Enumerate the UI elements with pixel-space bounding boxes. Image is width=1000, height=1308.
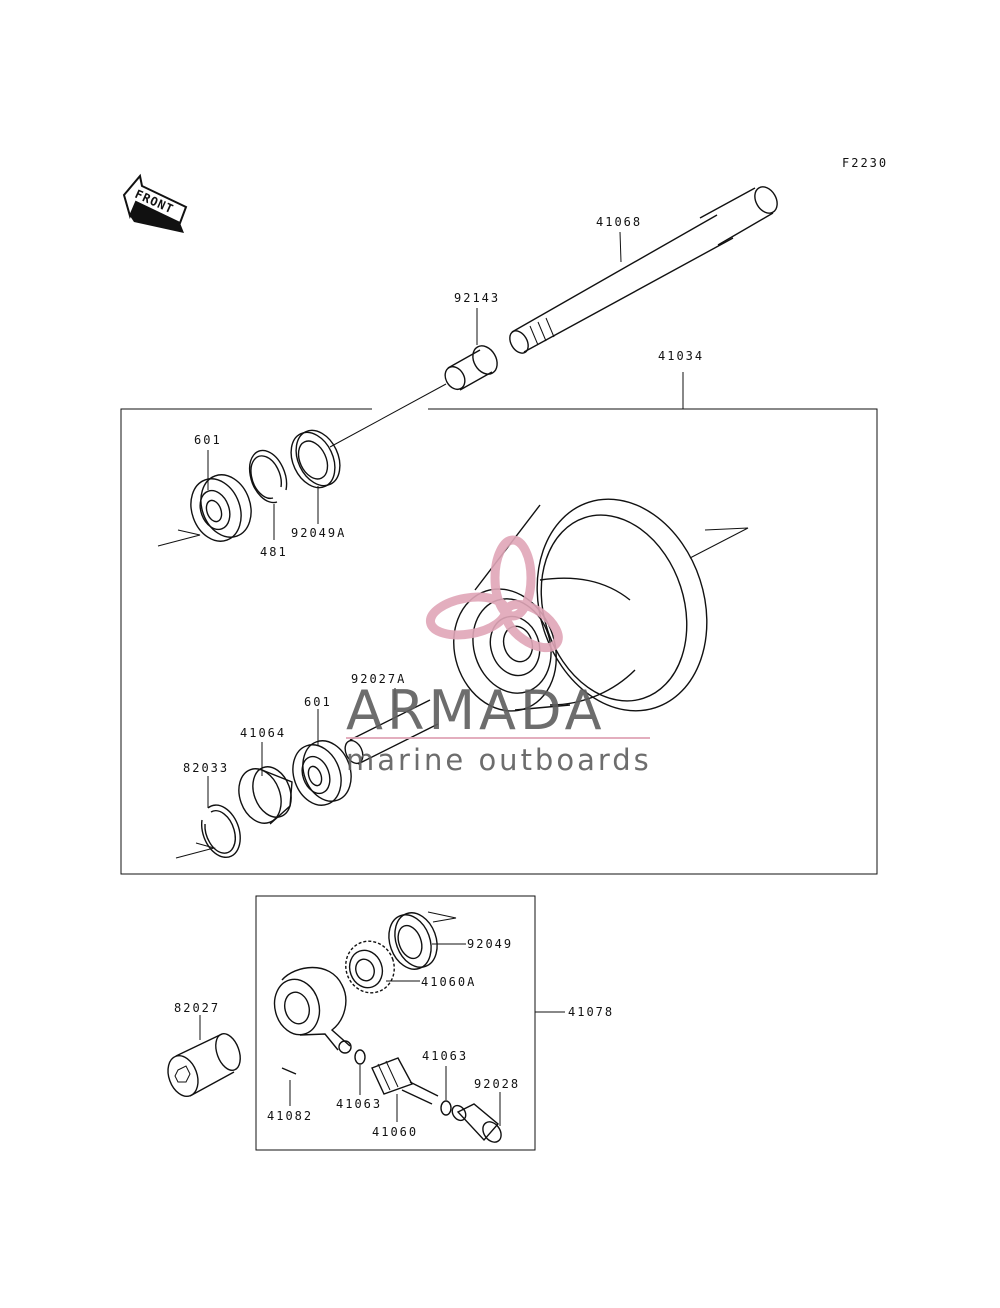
label-41082: 41082 (267, 1109, 313, 1123)
label-92028: 92028 (474, 1077, 520, 1091)
collar-82027 (167, 1015, 241, 1098)
collar-92027A (344, 688, 439, 765)
label-92143: 92143 (454, 291, 500, 305)
watermark-brand: ARMADA (346, 679, 606, 742)
speedo-gear-box (255, 895, 565, 1151)
label-481: 481 (260, 545, 288, 559)
washer-41063-left (354, 1049, 366, 1095)
label-41060A: 41060A (421, 975, 476, 989)
pinion-41060 (371, 1057, 439, 1122)
spacer-92143 (444, 308, 498, 391)
seal-92049A (290, 429, 341, 524)
label-92049: 92049 (467, 937, 513, 951)
label-41063-left: 41063 (336, 1097, 382, 1111)
label-41034: 41034 (658, 349, 704, 363)
pin-41082 (281, 1067, 297, 1106)
bearing-601-mid (292, 709, 352, 806)
bearing-601-top (157, 450, 252, 547)
circlip-481 (248, 449, 288, 540)
label-41064: 41064 (240, 726, 286, 740)
label-41078: 41078 (568, 1005, 614, 1019)
gear-41060A (345, 940, 420, 994)
gearbox-housing (273, 966, 352, 1054)
collar-41064 (238, 742, 293, 825)
label-601-top: 601 (194, 433, 222, 447)
watermark-tagline: marine outboards (346, 743, 652, 777)
washer-41063-right (440, 1066, 452, 1116)
front-arrow-icon: FRONT (122, 173, 188, 233)
circlip-82033 (175, 776, 241, 859)
label-92049A: 92049A (291, 526, 346, 540)
label-601-mid: 601 (304, 695, 332, 709)
axle-41068 (509, 186, 778, 354)
seal-92049 (388, 911, 466, 970)
label-82027: 82027 (174, 1001, 220, 1015)
label-82033: 82033 (183, 761, 229, 775)
label-41063-right: 41063 (422, 1049, 468, 1063)
armada-logo-icon (425, 535, 563, 653)
bushing-92028 (451, 1092, 502, 1143)
label-41068: 41068 (596, 215, 642, 229)
label-92027A: 92027A (351, 672, 406, 686)
label-41060: 41060 (372, 1125, 418, 1139)
figure-code: F2230 (842, 156, 888, 170)
watermark: ARMADA marine outboards (346, 535, 652, 777)
wheel-assembly-box (120, 372, 878, 875)
